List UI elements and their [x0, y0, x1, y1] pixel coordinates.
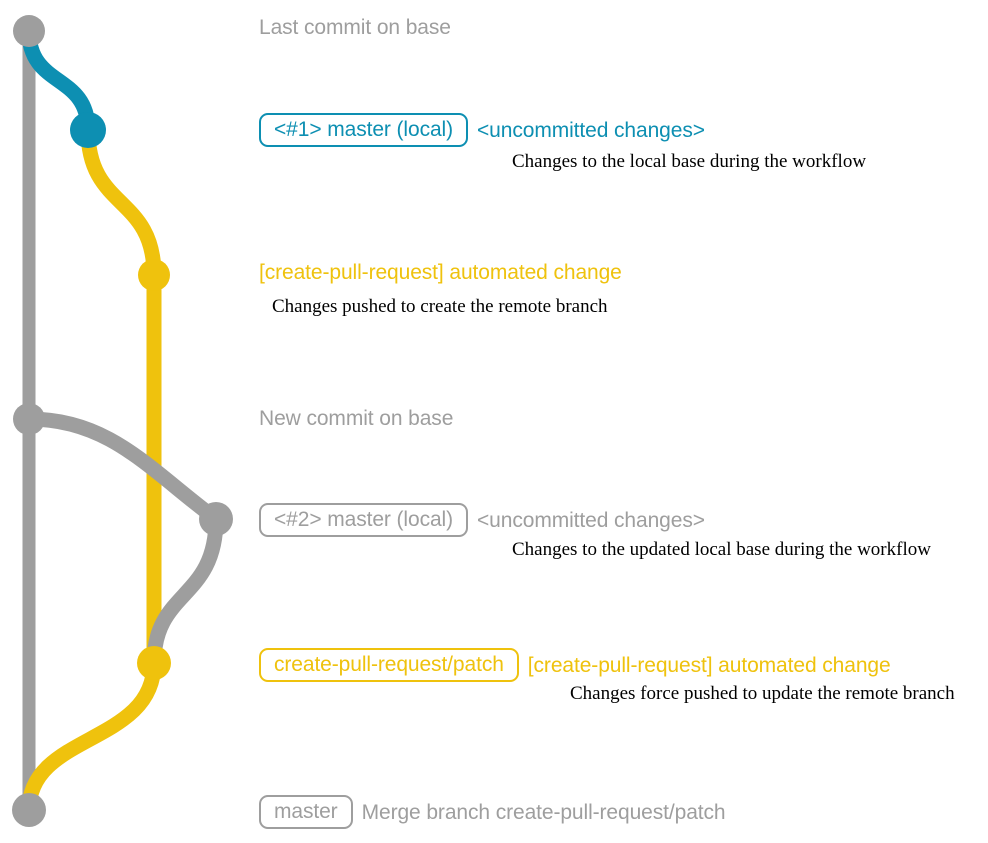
commit-headline: <uncommitted changes>	[477, 508, 705, 532]
commit-subtext: Changes force pushed to update the remot…	[570, 683, 955, 704]
commit-headline: Last commit on base	[259, 16, 451, 39]
commit-row-automated-change-2: create-pull-request/patch [create-pull-r…	[259, 648, 891, 682]
commit-node-base-2[interactable]	[13, 403, 45, 435]
commit-node-local-2[interactable]	[199, 502, 233, 536]
commit-subtext: Changes to the updated local base during…	[512, 539, 931, 560]
branch-pill-master-local-1[interactable]: <#1> master (local)	[259, 113, 469, 147]
commit-subtext: Changes pushed to create the remote bran…	[272, 296, 608, 317]
branch-pill-master-local-2[interactable]: <#2> master (local)	[259, 503, 469, 537]
commit-node-base-1[interactable]	[13, 15, 45, 47]
commit-row-merge-branch: master Merge branch create-pull-request/…	[259, 795, 726, 829]
commit-row-automated-change-1: [create-pull-request] automated change	[259, 262, 622, 283]
commit-row-last-commit-on-base: Last commit on base	[259, 17, 451, 38]
branch-pill-master[interactable]: master	[259, 795, 353, 829]
commit-headline: Merge branch create-pull-request/patch	[361, 800, 726, 824]
commit-headline: <uncommitted changes>	[477, 118, 705, 142]
edge-remote2-to-merge	[21, 655, 162, 818]
commit-row-new-commit-on-base: New commit on base	[259, 408, 453, 429]
commit-node-local-1[interactable]	[70, 112, 106, 148]
edge-base2-to-local2	[21, 411, 224, 527]
commit-row-local-uncommitted-1: <#1> master (local) <uncommitted changes…	[259, 113, 705, 147]
commit-subtext: Changes to the local base during the wor…	[512, 151, 867, 172]
commit-node-merge-commit[interactable]	[12, 793, 46, 827]
commit-headline: New commit on base	[259, 407, 454, 430]
commit-row-local-uncommitted-2: <#2> master (local) <uncommitted changes…	[259, 503, 705, 537]
commit-node-remote-2[interactable]	[137, 646, 171, 680]
commit-headline: [create-pull-request] automated change	[259, 261, 622, 284]
branch-pill-create-pull-request-patch[interactable]: create-pull-request/patch	[259, 648, 519, 682]
commit-node-remote-1[interactable]	[138, 259, 170, 291]
edge-local1-to-remote1	[80, 122, 162, 283]
commit-headline: [create-pull-request] automated change	[527, 653, 891, 677]
edge-local2-to-remote2	[146, 511, 224, 671]
